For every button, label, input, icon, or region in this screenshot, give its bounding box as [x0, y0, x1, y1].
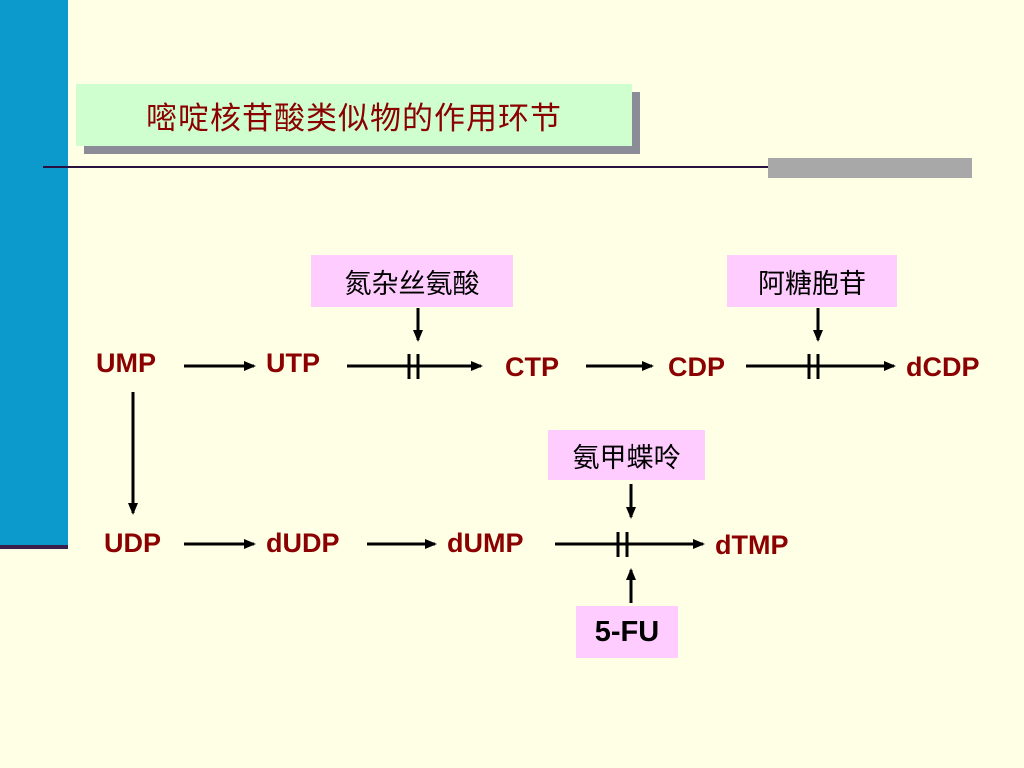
- node-cdp: CDP: [668, 352, 726, 382]
- node-dtmp: dTMP: [715, 530, 789, 560]
- inhibitor-azaserine-label: 氮杂丝氨酸: [344, 268, 480, 300]
- node-udp: UDP: [104, 528, 162, 558]
- node-utp: UTP: [266, 348, 320, 378]
- node-ump: UMP: [96, 348, 156, 378]
- accent-bar-underline: [0, 545, 68, 549]
- inhibitor-aminopterin-box: 氨甲蝶呤: [548, 430, 705, 480]
- title-rule-block: [768, 158, 972, 178]
- inhibitor-5fu-label: 5-FU: [594, 615, 660, 648]
- node-dcdp: dCDP: [906, 352, 980, 382]
- accent-bar: [0, 0, 68, 548]
- inhibitor-cytarabine-label: 阿糖胞苷: [758, 268, 866, 300]
- inhibitor-aminopterin-label: 氨甲蝶呤: [572, 442, 681, 474]
- node-dump: dUMP: [447, 528, 524, 558]
- title-rule: [43, 166, 971, 168]
- node-ctp: CTP: [505, 352, 559, 382]
- inhibitor-azaserine-box: 氮杂丝氨酸: [311, 255, 513, 307]
- slide-title: 嘧啶核苷酸类似物的作用环节: [146, 100, 562, 137]
- inhibitor-5fu-box: 5-FU: [576, 606, 678, 658]
- inhibitor-cytarabine-box: 阿糖胞苷: [727, 255, 897, 307]
- node-dudp: dUDP: [266, 528, 340, 558]
- title-box: 嘧啶核苷酸类似物的作用环节: [76, 84, 632, 146]
